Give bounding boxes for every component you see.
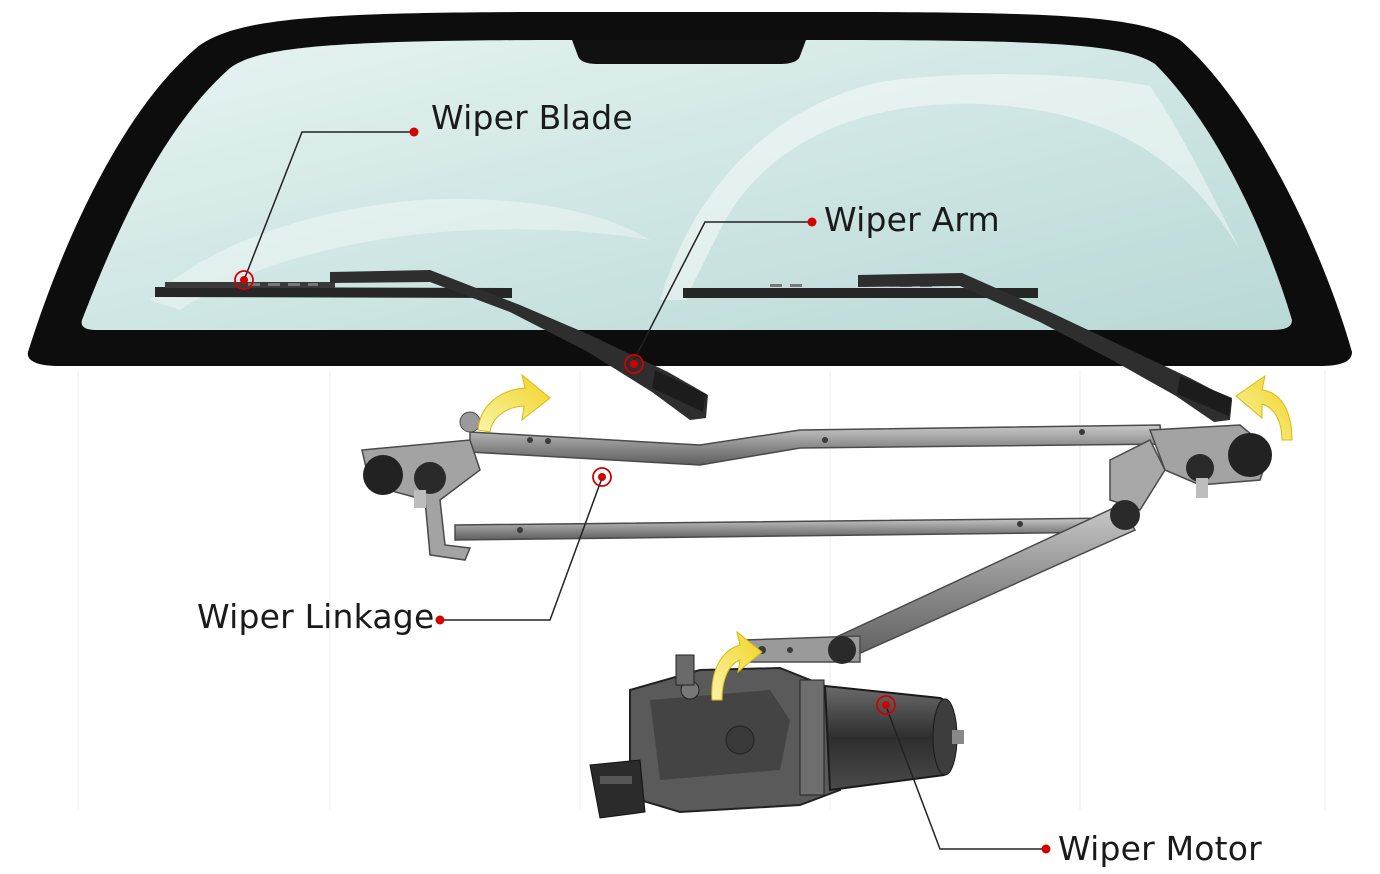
motor-connector <box>589 759 646 819</box>
target-dot-icon <box>876 695 896 715</box>
target-dot-icon <box>624 354 644 374</box>
curved-arrow-icon <box>711 630 763 701</box>
curved-arrow-icon <box>477 373 551 433</box>
leader-arm <box>633 221 812 361</box>
target-dot-icon <box>592 467 612 487</box>
right-pivot <box>1110 424 1272 530</box>
right-wiper-blade <box>683 288 1038 298</box>
linkage-right-bracket <box>1109 438 1166 511</box>
wiper-motor <box>589 654 964 819</box>
curved-arrow-icon <box>1235 374 1293 441</box>
label-wiper-blade: Wiper Blade <box>431 98 633 137</box>
target-dot-icon <box>234 270 254 290</box>
glass-reflection-2 <box>150 199 650 310</box>
windshield-glass <box>81 40 1292 330</box>
left-wiper-arm <box>330 270 708 420</box>
leader-lines <box>243 131 1046 850</box>
wiper-linkage <box>361 411 1272 664</box>
leader-blade <box>243 131 414 281</box>
label-wiper-arm: Wiper Arm <box>824 200 1000 239</box>
label-wiper-linkage: Wiper Linkage <box>197 597 435 636</box>
right-wiper-arm <box>858 273 1232 422</box>
glass-reflection <box>660 74 1240 300</box>
label-wiper-motor: Wiper Motor <box>1058 829 1262 868</box>
right-wiper <box>683 273 1232 422</box>
motion-arrows <box>477 373 1293 701</box>
left-pivot <box>361 411 481 561</box>
linkage-top-bar <box>469 424 1163 466</box>
left-wiper <box>155 270 708 420</box>
mirror-mount <box>572 40 806 64</box>
leader-motor <box>885 705 1046 850</box>
leader-linkage <box>440 477 603 621</box>
windshield <box>27 12 1353 366</box>
pointer-dots <box>234 127 1051 854</box>
